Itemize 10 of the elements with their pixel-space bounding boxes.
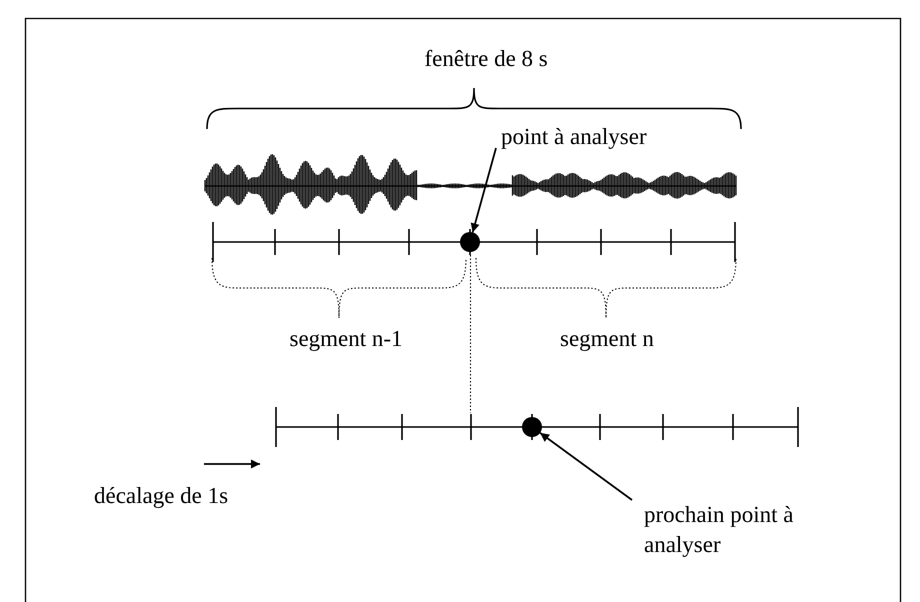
arrow [540,432,633,501]
shift-label: décalage de 1s [94,482,228,510]
segment-label: segment n-1 [290,325,403,353]
point-marker [460,232,480,252]
point-marker [522,417,542,437]
segment-label: segment n [560,325,654,353]
arrow [470,148,497,233]
annotation-text: point à analyser [501,123,647,151]
annotation-text: prochain point à analyser [644,501,794,559]
window-label: fenêtre de 8 s [424,45,548,73]
